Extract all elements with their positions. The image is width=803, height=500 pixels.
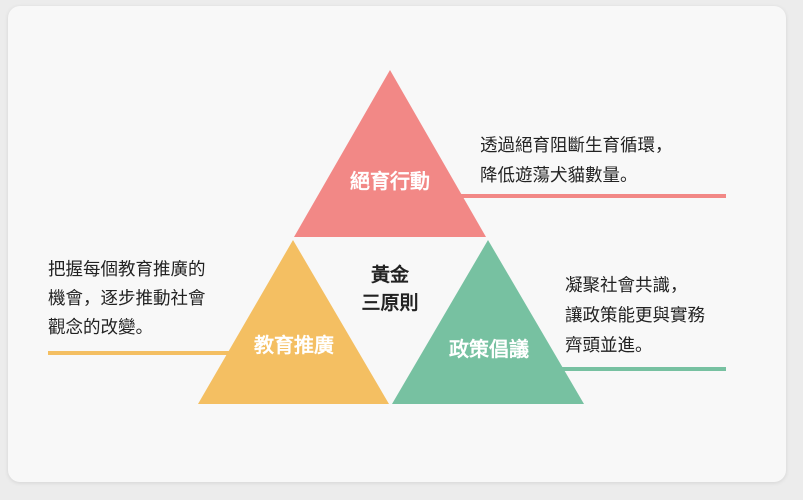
label-right: 政策倡議: [449, 337, 529, 361]
triangle-left: [198, 240, 389, 404]
left-desc-line-3: 觀念的改變。: [48, 317, 153, 338]
triangle-right: [392, 240, 584, 404]
label-left: 教育推廣: [254, 333, 334, 357]
top-desc-line-1: 透過絕育阻斷生育循環，: [480, 136, 673, 156]
center-line-1: 黃金: [371, 263, 410, 286]
left-desc-line-2: 機會，逐步推動社會: [48, 289, 206, 309]
label-top: 絕育行動: [350, 169, 430, 193]
right-desc-line-2: 讓政策能更與實務: [565, 305, 705, 326]
center-line-2: 三原則: [361, 292, 418, 314]
right-desc-line-3: 齊頭並進。: [565, 336, 653, 356]
top-desc-line-2: 降低遊蕩犬貓數量。: [480, 166, 638, 186]
left-desc-line-1: 把握每個教育推廣的: [48, 260, 206, 280]
triangle-top: [294, 70, 486, 237]
right-desc-line-1: 凝聚社會共識，: [565, 276, 688, 296]
